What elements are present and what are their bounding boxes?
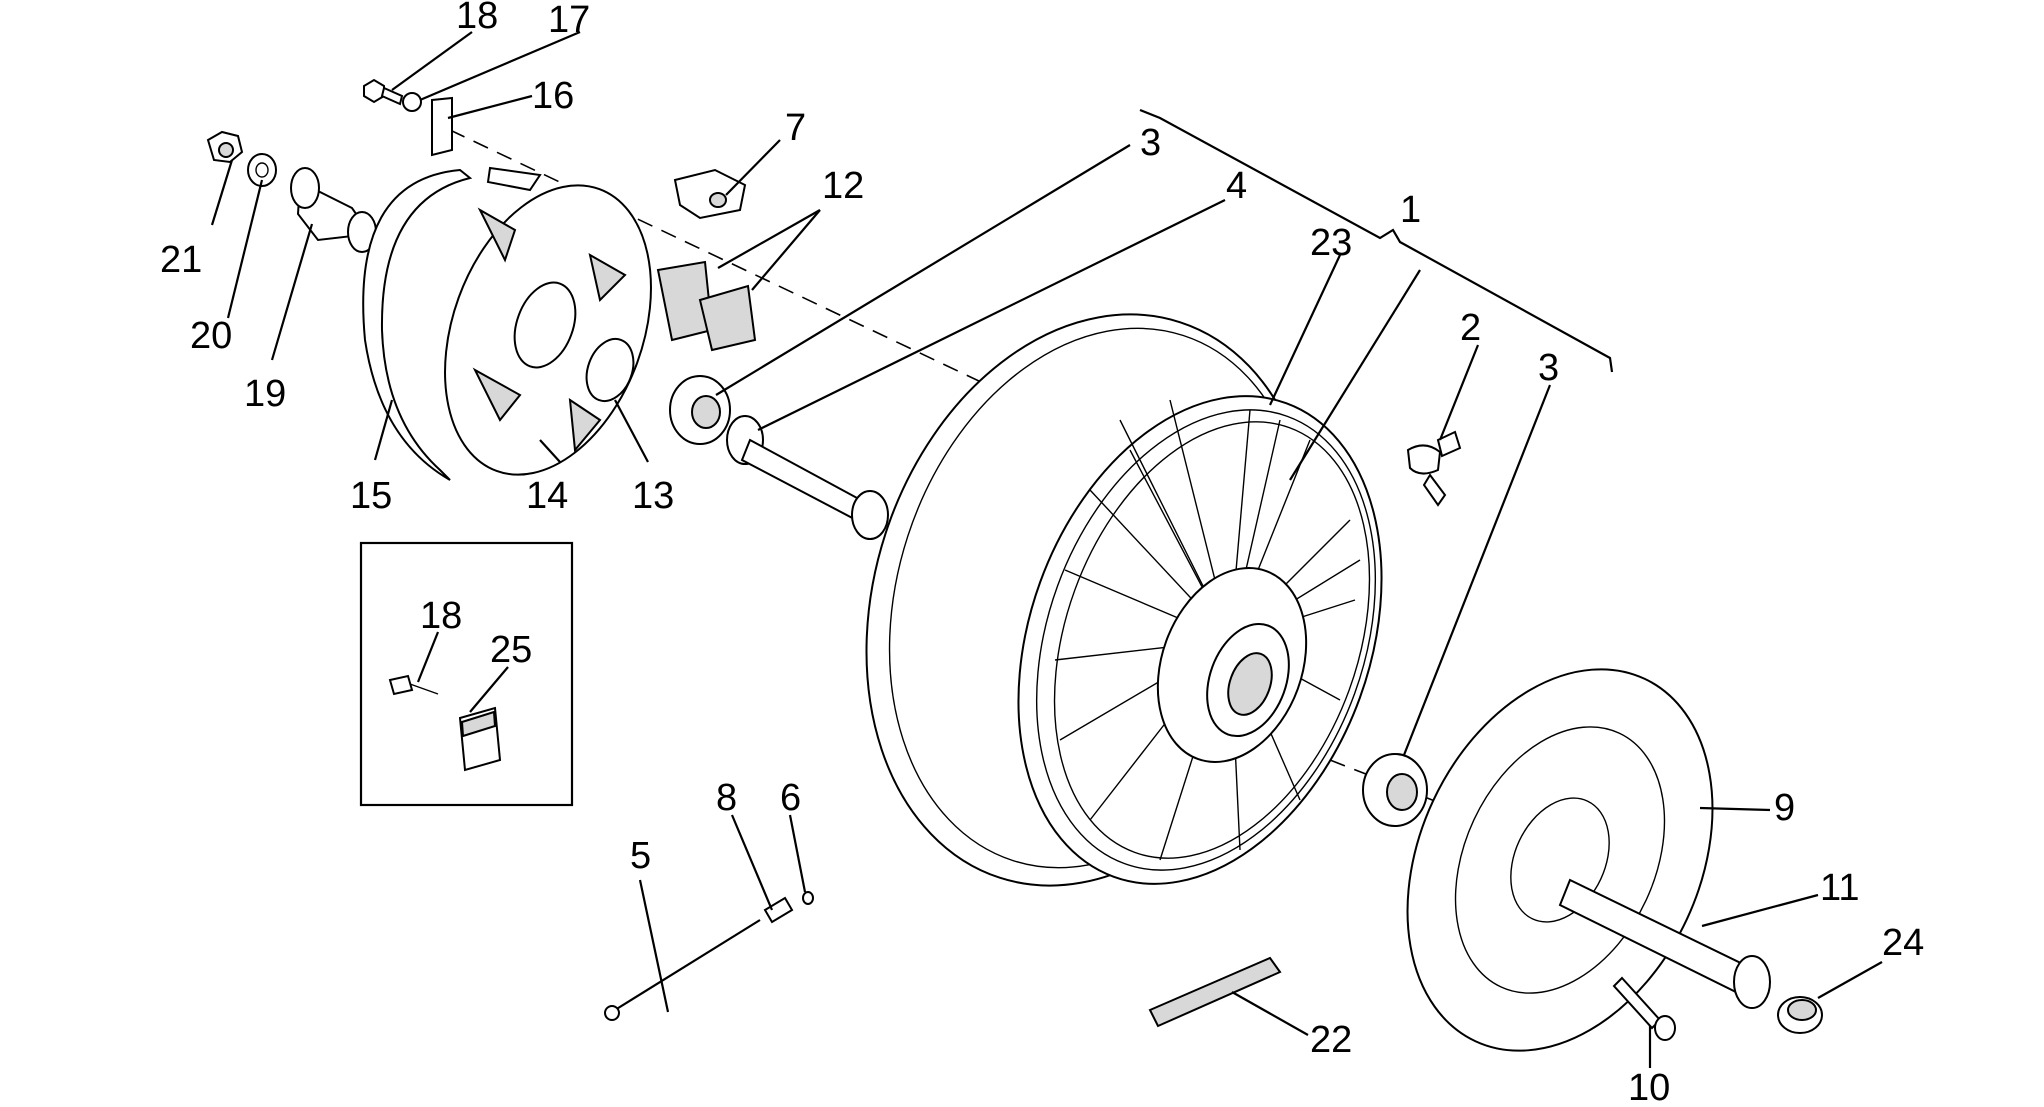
leader-lines xyxy=(210,30,1883,1068)
label-1: 1 xyxy=(1400,189,1421,231)
label-5: 5 xyxy=(630,835,651,877)
label-17: 17 xyxy=(548,0,590,41)
part-4-spacer-tube xyxy=(726,415,889,540)
part-21-nut xyxy=(206,130,244,164)
label-25: 25 xyxy=(490,629,532,671)
label-15: 15 xyxy=(350,475,392,517)
part-14-cover-plate xyxy=(444,166,652,476)
part-11-axle xyxy=(1558,878,1771,1009)
label-6: 6 xyxy=(780,777,801,819)
part-2-valve xyxy=(1406,430,1462,507)
label-23: 23 xyxy=(1310,222,1352,264)
part-3-bearing-left xyxy=(669,375,731,445)
part-5-rod xyxy=(604,919,761,1021)
label-10: 10 xyxy=(1628,1067,1670,1107)
part-12-damper-rubbers xyxy=(656,260,757,352)
part-8-fitting xyxy=(763,896,794,924)
label-18-inset: 18 xyxy=(420,595,462,637)
part-20-washer xyxy=(247,153,277,187)
label-3-left: 3 xyxy=(1140,122,1161,164)
part-18-bolt xyxy=(363,78,404,106)
label-8: 8 xyxy=(716,777,737,819)
part-16-bracket xyxy=(431,96,453,157)
part-6-pin xyxy=(802,891,814,905)
label-12: 12 xyxy=(822,165,864,207)
part-13-circlip xyxy=(585,338,635,402)
label-9: 9 xyxy=(1774,787,1795,829)
label-14: 14 xyxy=(526,475,568,517)
part-19-spacer xyxy=(290,167,377,253)
label-13: 13 xyxy=(632,475,674,517)
group-bracket xyxy=(1139,108,1614,373)
label-3-right: 3 xyxy=(1538,347,1559,389)
part-10-screw xyxy=(1612,976,1676,1041)
spoked-wheel xyxy=(865,313,1383,887)
label-21: 21 xyxy=(160,239,202,281)
callout-labels: 18 17 16 21 20 19 15 14 13 7 12 3 4 23 1… xyxy=(160,0,1924,1107)
label-19: 19 xyxy=(244,373,286,415)
part-7-block xyxy=(673,168,747,220)
part-22-balance-weights xyxy=(1148,956,1282,1028)
label-24: 24 xyxy=(1882,922,1924,964)
label-7: 7 xyxy=(785,107,806,149)
part-15-sensor-ring xyxy=(362,168,473,481)
label-18: 18 xyxy=(456,0,498,37)
label-11: 11 xyxy=(1820,867,1859,909)
label-16: 16 xyxy=(532,75,574,117)
axis-line-upper xyxy=(449,129,1041,411)
label-2: 2 xyxy=(1460,307,1481,349)
inset-box xyxy=(359,541,574,807)
label-20: 20 xyxy=(190,315,232,357)
label-22: 22 xyxy=(1310,1019,1352,1061)
part-17-washer xyxy=(402,92,422,112)
part-24-cap xyxy=(1777,996,1823,1034)
label-4: 4 xyxy=(1226,165,1247,207)
part-3-bearing-right xyxy=(1362,753,1428,827)
part-9-brake-disc xyxy=(1406,668,1714,1052)
